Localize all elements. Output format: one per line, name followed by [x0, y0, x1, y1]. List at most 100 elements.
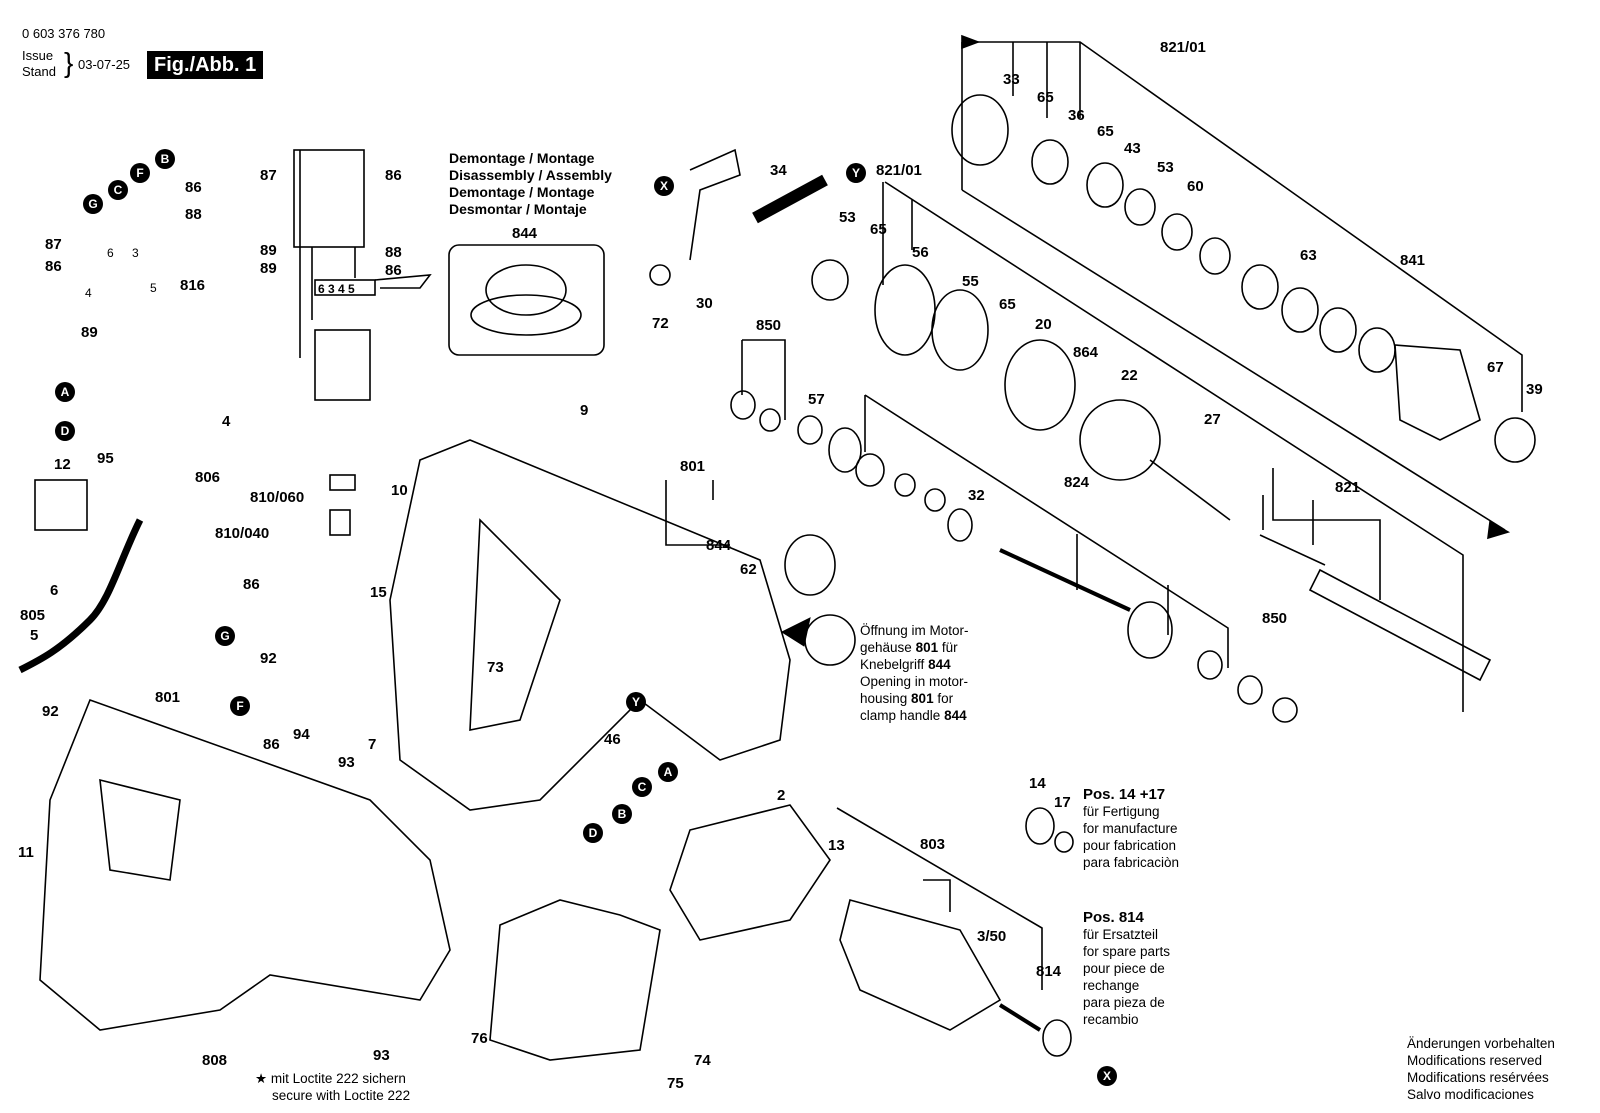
label-86-a: 86 [185, 179, 202, 196]
label-6: 6 [50, 582, 59, 599]
label-76: 76 [471, 1030, 488, 1047]
label-62: 62 [740, 561, 757, 578]
label-46: 46 [604, 731, 621, 748]
label-17: 17 [1054, 794, 1071, 811]
label-801-b: 801 [155, 689, 181, 706]
label-89-a: 89 [81, 324, 98, 341]
pos-814-note: Pos. 814 für Ersatzteil for spare parts … [1083, 909, 1171, 1027]
label-43: 43 [1124, 140, 1141, 157]
marker-x-top: X [654, 176, 674, 196]
label-32: 32 [968, 487, 985, 504]
issue-label: Issue [22, 48, 54, 63]
label-93-b: 93 [373, 1047, 390, 1064]
marker-d-left: D [55, 421, 75, 441]
wire-small-3: 3 [132, 246, 139, 260]
pos-14-17-note: Pos. 14 +17 für Fertigung for manufactur… [1083, 786, 1180, 870]
label-821-01-top: 821/01 [1160, 39, 1206, 56]
marker-a-left: A [55, 382, 75, 402]
marker-x-bottom: X [1097, 1066, 1117, 1086]
label-34: 34 [770, 162, 787, 179]
label-27: 27 [1204, 411, 1221, 428]
wire-small-5: 5 [150, 281, 157, 295]
label-803: 803 [920, 836, 946, 853]
label-821: 821 [1335, 479, 1361, 496]
label-3-50: 3/50 [977, 928, 1007, 945]
motor-housing-outline [389, 439, 791, 811]
label-33: 33 [1003, 71, 1020, 88]
marker-g-mid: G [215, 626, 235, 646]
label-805: 805 [20, 607, 46, 624]
label-11: 11 [18, 844, 34, 861]
label-30: 30 [696, 295, 713, 312]
label-65-a: 65 [1037, 89, 1054, 106]
label-65-c: 65 [870, 221, 887, 238]
power-cable [18, 518, 144, 674]
label-816: 816 [180, 277, 206, 294]
label-86-d: 86 [263, 736, 280, 753]
label-87-a: 87 [45, 236, 62, 253]
label-73: 73 [487, 659, 504, 676]
label-5: 5 [30, 627, 39, 644]
star-icon: ★ [255, 1071, 268, 1086]
wire-label-89-b: 89 [260, 260, 277, 277]
wire-label-89-a: 89 [260, 242, 277, 259]
marker-f-top: F [130, 163, 150, 183]
wire-small-6: 6 [107, 246, 114, 260]
brace-glyph: } [64, 47, 74, 78]
marker-a-mid: A [658, 762, 678, 782]
label-841: 841 [1400, 252, 1426, 269]
label-14: 14 [1029, 775, 1046, 792]
label-20: 20 [1035, 316, 1052, 333]
armature [839, 899, 1002, 1031]
label-53-b: 53 [839, 209, 856, 226]
arrow-head-left [961, 34, 981, 50]
label-53-a: 53 [1157, 159, 1174, 176]
label-65-b: 65 [1097, 123, 1114, 140]
label-850-a: 850 [756, 317, 782, 334]
label-864: 864 [1073, 344, 1099, 361]
marker-c-mid: C [632, 777, 652, 797]
handle-housing-outline [39, 698, 451, 1031]
label-88-a: 88 [185, 206, 202, 223]
label-63: 63 [1300, 247, 1317, 264]
label-93-a: 93 [338, 754, 355, 771]
issue-date: 03-07-25 [78, 57, 131, 72]
label-13: 13 [828, 837, 845, 854]
label-12: 12 [54, 456, 71, 473]
label-36: 36 [1068, 107, 1085, 124]
marker-d-mid: D [583, 823, 603, 843]
label-92-a: 92 [260, 650, 277, 667]
wire-terminal-digits: 6 3 4 5 [318, 282, 355, 296]
label-810-060: 810/060 [250, 489, 305, 506]
label-57: 57 [808, 391, 825, 408]
label-801-a: 801 [680, 458, 706, 475]
label-56: 56 [912, 244, 929, 261]
assembly-line-2: Disassembly / Assembly [449, 167, 612, 183]
marker-f-mid: F [230, 696, 250, 716]
stand-label: Stand [22, 64, 56, 79]
label-86-b: 86 [45, 258, 62, 275]
label-95: 95 [97, 450, 114, 467]
assembly-part-844: 844 [512, 225, 538, 242]
wire-small-4: 4 [85, 286, 92, 300]
label-67: 67 [1487, 359, 1504, 376]
label-844: 844 [706, 537, 732, 554]
label-850-b: 850 [1262, 610, 1288, 627]
label-74: 74 [694, 1052, 711, 1069]
label-810-040: 810/040 [215, 525, 270, 542]
clamp-handle-note: Öffnung im Motor- gehäuse 801 für Knebel… [860, 623, 969, 723]
label-15: 15 [370, 584, 387, 601]
label-65-d: 65 [999, 296, 1016, 313]
label-806: 806 [195, 469, 221, 486]
assembly-note: Demontage / Montage Disassembly / Assemb… [449, 150, 612, 218]
label-9: 9 [580, 402, 589, 419]
marker-y-top: Y [846, 163, 866, 183]
label-75: 75 [667, 1075, 684, 1092]
label-4: 4 [222, 413, 231, 430]
arrow-head-right [1487, 520, 1511, 540]
label-86-c: 86 [243, 576, 260, 593]
marker-b-mid: B [612, 804, 632, 824]
loctite-note: ★ mit Loctite 222 sichern secure with Lo… [255, 1071, 411, 1103]
assembly-line-1: Demontage / Montage [449, 150, 595, 166]
